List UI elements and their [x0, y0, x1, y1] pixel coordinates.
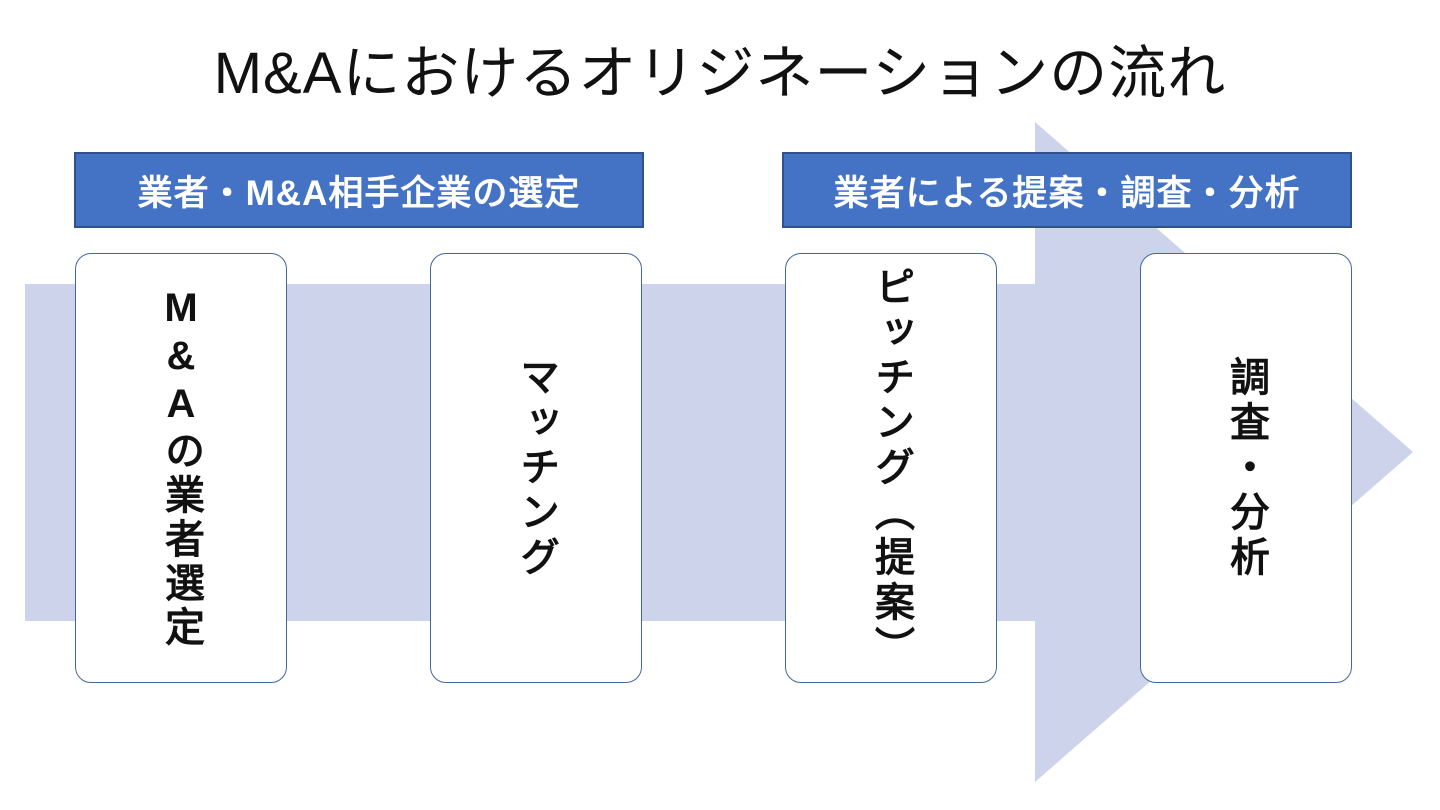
page-title: M&Aにおけるオリジネーションの流れ: [213, 41, 1227, 106]
step-label-pitching: ピッチング（提案）: [869, 265, 913, 671]
step-label-matching: マッチング: [514, 355, 558, 581]
phase-header-selection-label: 業者・M&A相手企業の選定: [137, 173, 581, 213]
step-box-research-analysis: 調査・分析: [1140, 253, 1352, 683]
step-box-vendor-selection: M&Aの業者選定: [75, 253, 287, 683]
step-box-matching: マッチング: [430, 253, 642, 683]
step-label-vendor-selection: M&Aの業者選定: [159, 286, 203, 650]
phase-header-proposal-research-label: 業者による提案・調査・分析: [833, 173, 1301, 213]
step-box-pitching: ピッチング（提案）: [785, 253, 997, 683]
flow-arrow-shape: [25, 122, 1413, 782]
step-label-research-analysis: 調査・分析: [1224, 355, 1268, 581]
phase-header-selection: 業者・M&A相手企業の選定: [74, 152, 644, 228]
phase-header-proposal-research: 業者による提案・調査・分析: [782, 152, 1352, 228]
